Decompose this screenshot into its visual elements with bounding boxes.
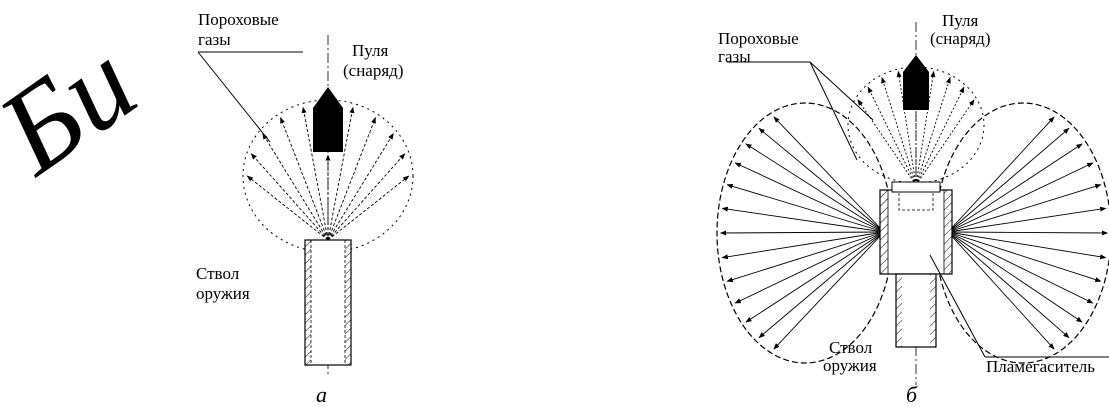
gas-ray-arrow xyxy=(758,231,885,339)
gas-ray-arrow xyxy=(915,76,951,186)
gas-ray-arrow xyxy=(246,175,329,241)
label-bullet-a-1: Пуля xyxy=(352,41,389,60)
gas-ray-arrow xyxy=(773,116,885,233)
gas-ray-arrow xyxy=(896,70,917,186)
figure-b: Пороховые газы Пуля (снаряд) Ствол оружи… xyxy=(716,11,1109,407)
label-barrel-b-1: Ствол xyxy=(829,338,873,357)
label-barrel-a-1: Ствол xyxy=(196,264,240,283)
gas-ray-arrow xyxy=(280,117,329,241)
gas-ray-arrow xyxy=(721,231,885,260)
gas-ray-arrow xyxy=(947,231,1102,283)
gas-ray-arrow xyxy=(773,231,885,350)
gas-ray-arrow xyxy=(947,116,1055,233)
gas-ray-arrow xyxy=(301,106,329,241)
gas-ray-arrow xyxy=(327,117,376,241)
label-bullet-b-2: (снаряд) xyxy=(930,29,990,48)
gas-ray-arrow xyxy=(250,153,329,241)
gas-ray-arrow xyxy=(947,162,1094,233)
bullet xyxy=(903,55,929,110)
gas-ray-arrow xyxy=(734,162,885,233)
label-barrel-b-2: оружия xyxy=(823,356,877,375)
gas-ray-arrow xyxy=(947,183,1102,233)
gases-leader-diagonal xyxy=(197,51,271,143)
bullet xyxy=(313,87,343,152)
barrel xyxy=(304,239,352,366)
gas-ray-arrow xyxy=(915,70,936,186)
label-gases-b-2: газы xyxy=(718,47,751,66)
gas-ray-arrow xyxy=(947,231,1107,260)
gas-ray-arrow xyxy=(327,175,410,241)
watermark: Би xyxy=(0,15,158,200)
label-suppressor: Пламегаситель xyxy=(986,357,1095,376)
gas-ray-arrow xyxy=(327,153,406,241)
svg-text:Би: Би xyxy=(0,15,158,200)
caption-a: а xyxy=(316,382,327,407)
gases-leader-diagonal-2 xyxy=(809,61,858,161)
gas-ray-arrow xyxy=(327,133,394,241)
gas-ray-arrow xyxy=(262,133,329,241)
gas-ray-arrow xyxy=(881,76,917,186)
label-bullet-a-2: (снаряд) xyxy=(343,61,403,80)
gas-ray-arrow xyxy=(327,106,355,241)
gas-ray-arrow xyxy=(758,127,885,233)
gas-ray-arrow xyxy=(947,231,1094,304)
gas-ray-arrow xyxy=(915,99,975,186)
gas-ray-arrow xyxy=(719,230,885,236)
label-gases-a-2: газы xyxy=(198,30,231,49)
gas-ray-arrow xyxy=(745,143,885,233)
figure-a: Пороховые газы Пуля (снаряд) Ствол оружи… xyxy=(196,10,414,407)
gas-ray-arrow xyxy=(947,231,1055,350)
gas-ray-arrow xyxy=(745,231,885,323)
gas-ray-arrow xyxy=(734,231,885,304)
gas-ray-arrow xyxy=(947,206,1107,233)
gas-ray-arrow xyxy=(726,183,885,233)
barrel xyxy=(895,273,937,348)
gas-ray-arrow xyxy=(947,231,1070,339)
gas-ray-arrow xyxy=(947,127,1070,233)
gas-ray-arrow xyxy=(721,206,885,233)
gas-ray-arrow xyxy=(857,99,917,186)
gas-cloud-top xyxy=(847,66,985,184)
label-gases-a-1: Пороховые xyxy=(198,10,279,29)
caption-b: б xyxy=(906,382,918,407)
flash-suppressor xyxy=(879,181,953,275)
suppressor-leader xyxy=(929,254,986,358)
gas-rays xyxy=(246,106,410,241)
gas-ray-arrow xyxy=(947,230,1109,236)
label-barrel-a-2: оружия xyxy=(196,284,250,303)
gases-leader-diagonal-1 xyxy=(809,61,874,121)
gas-ray-arrow xyxy=(947,143,1083,233)
label-bullet-b-1: Пуля xyxy=(942,11,979,30)
gas-ray-arrow xyxy=(947,231,1083,323)
label-gases-b-1: Пороховые xyxy=(718,29,799,48)
gas-ray-arrow xyxy=(726,231,885,283)
